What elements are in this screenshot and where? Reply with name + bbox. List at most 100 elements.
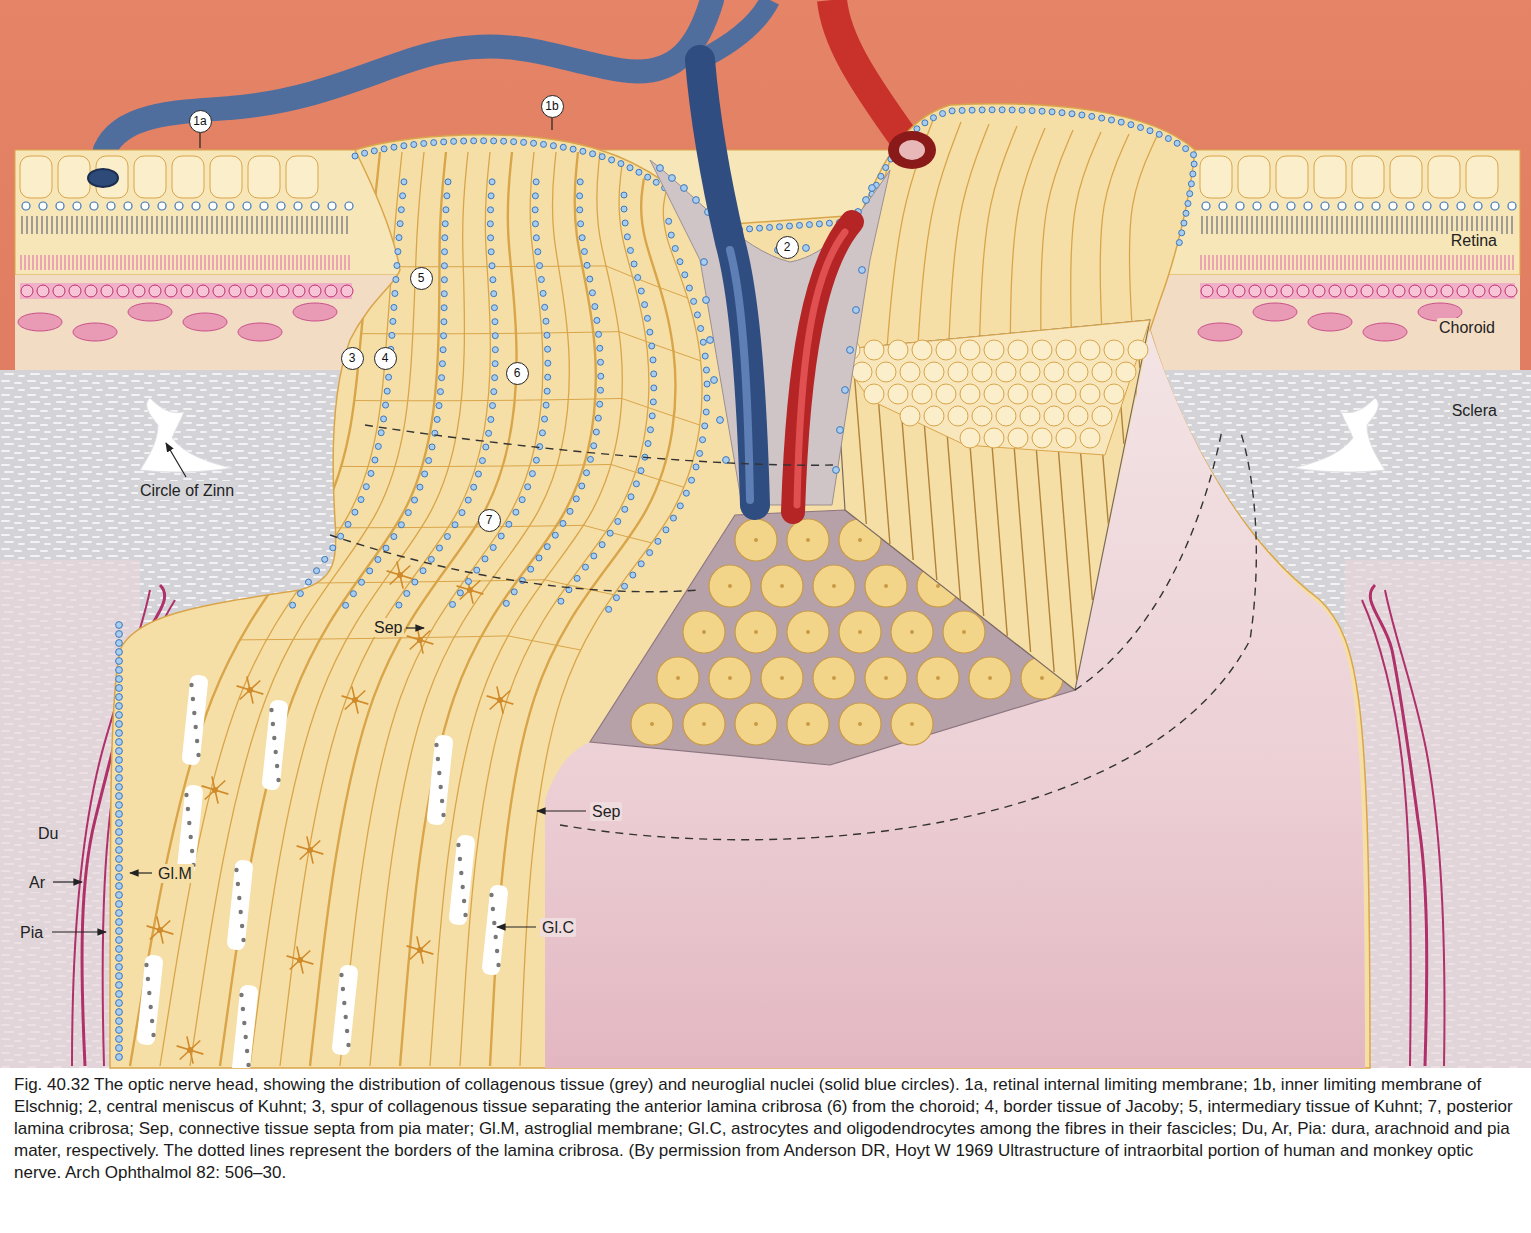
glial-nucleus — [441, 291, 447, 297]
meniscus-nucleus — [803, 245, 810, 252]
top-face-cells — [840, 340, 1148, 448]
oligodendrocyte-nucleus — [190, 849, 194, 853]
ganglion-nucleus — [73, 202, 81, 210]
glial-nucleus — [650, 357, 656, 363]
photoreceptor — [64, 255, 66, 270]
glial-nucleus — [1191, 161, 1197, 167]
pigment-cell — [21, 285, 33, 297]
cut-fascicle — [1104, 340, 1124, 360]
muller-cell — [286, 156, 318, 198]
photoreceptor — [1236, 255, 1238, 270]
glial-nucleus — [116, 973, 123, 980]
cut-fascicle — [900, 362, 920, 382]
oligodendrocyte-nucleus — [194, 725, 198, 729]
photoreceptor — [1320, 255, 1322, 270]
glial-nucleus — [362, 150, 368, 156]
fibre-crosslink — [368, 527, 395, 528]
fibre-crosslink — [422, 527, 449, 528]
ganglion-nucleus — [1406, 202, 1414, 210]
glial-nucleus — [421, 140, 427, 146]
glial-nucleus — [492, 375, 498, 381]
photoreceptor — [208, 255, 210, 270]
glial-nucleus — [486, 430, 492, 436]
fibre-crosslink — [542, 399, 569, 400]
cut-fascicle — [1056, 384, 1076, 404]
oligodendrocyte-nucleus — [196, 753, 200, 757]
ganglion-nucleus — [294, 202, 302, 210]
glial-nucleus — [490, 277, 496, 283]
nuclear-layer-bar — [311, 216, 313, 234]
glial-nucleus — [116, 1009, 123, 1016]
nuclear-layer-bar — [1436, 216, 1438, 234]
glial-nucleus — [1019, 107, 1025, 113]
glial-nucleus — [697, 450, 703, 456]
glial-nucleus — [439, 375, 445, 381]
ganglion-nucleus — [124, 202, 132, 210]
photoreceptor — [1484, 255, 1486, 270]
glial-nucleus — [682, 272, 688, 278]
fibre-crosslink — [545, 580, 568, 585]
glial-nucleus — [624, 234, 630, 240]
glial-nucleus — [1108, 117, 1114, 123]
pore-center — [962, 630, 966, 634]
glial-nucleus — [431, 140, 437, 146]
ganglion-nucleus — [158, 202, 166, 210]
meniscus-nucleus — [707, 337, 714, 344]
pore-center — [910, 722, 914, 726]
glial-nucleus — [590, 151, 596, 157]
glial-nucleus — [422, 471, 428, 477]
pore-center — [936, 676, 940, 680]
glial-nucleus — [489, 263, 495, 269]
artery-section — [888, 131, 936, 169]
oligodendrocyte-nucleus — [345, 1029, 349, 1033]
glial-nucleus — [483, 444, 489, 450]
glial-nucleus — [767, 224, 773, 230]
glial-nucleus — [635, 275, 641, 281]
ganglion-nucleus — [1508, 202, 1516, 210]
glial-nucleus — [116, 874, 123, 881]
meniscus-nucleus — [869, 185, 876, 192]
muller-cell — [210, 156, 242, 198]
astrocyte-column — [181, 674, 208, 765]
leader-lines — [52, 118, 586, 932]
glial-nucleus — [638, 468, 644, 474]
dashed-border — [330, 535, 700, 592]
nuclear-layer-bar — [21, 216, 23, 234]
pore-center — [858, 538, 862, 542]
glial-nucleus — [465, 497, 471, 503]
photoreceptor — [44, 255, 46, 270]
glial-nucleus — [649, 413, 655, 419]
photoreceptor — [1336, 255, 1338, 270]
glial-nucleus — [116, 739, 123, 746]
nuclear-layer-bar — [236, 216, 238, 234]
pigment-epithelium — [20, 283, 352, 299]
glial-nucleus — [457, 590, 463, 596]
nuclear-layer-bar — [1296, 216, 1298, 234]
nuclear-layer-bar — [316, 216, 318, 234]
photoreceptor — [1296, 255, 1298, 270]
glial-nucleus — [940, 111, 946, 117]
cut-fascicle — [1008, 384, 1028, 404]
nuclear-layer-bar — [76, 216, 78, 234]
glial-nucleus — [116, 928, 123, 935]
ganglion-nucleus — [243, 202, 251, 210]
nuclear-layer-bar — [31, 216, 33, 234]
glial-nucleus — [371, 148, 377, 154]
photoreceptor — [1316, 255, 1318, 270]
ganglion-nucleus — [1440, 202, 1448, 210]
glial-nucleus — [544, 388, 550, 394]
glial-nucleus — [367, 568, 373, 574]
glial-nucleus — [488, 416, 494, 422]
meniscus-nucleus — [681, 185, 688, 192]
photoreceptor — [76, 255, 78, 270]
astrocyte-column — [331, 964, 358, 1055]
fibre-crosslink — [354, 400, 381, 401]
cut-fascicle — [1080, 384, 1100, 404]
glial-nucleus — [506, 521, 512, 527]
callout-number: 7 — [478, 509, 501, 532]
glial-nucleus — [816, 221, 822, 227]
fibre-crosslink — [629, 537, 652, 543]
photoreceptor — [156, 255, 158, 270]
lamina-pore — [839, 611, 881, 653]
photoreceptor — [1412, 255, 1414, 270]
